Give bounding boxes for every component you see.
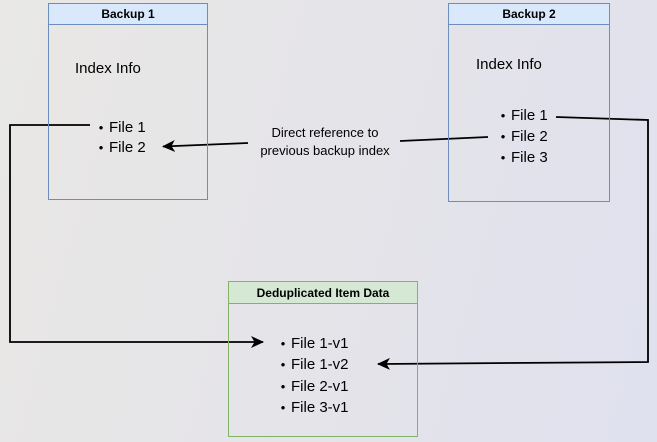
file-list-item: • File 1	[93, 118, 146, 138]
file-list-item: • File 3	[495, 147, 548, 168]
backup2-file-list: • File 1 • File 2 • File 3	[495, 105, 548, 168]
file-label: File 2-v1	[291, 377, 349, 395]
bullet-icon: •	[280, 378, 286, 394]
bullet-icon: •	[280, 357, 286, 373]
dedup-title: Deduplicated Item Data	[256, 285, 390, 300]
annotation-line2: previous backup index	[260, 143, 390, 158]
backup2-box: Backup 2 Index Info • File 1 • File 2 • …	[448, 3, 610, 202]
backup2-index-info-label: Index Info	[476, 56, 542, 73]
backup1-index-info-label: Index Info	[75, 60, 141, 77]
backup1-title: Backup 1	[101, 7, 155, 21]
bullet-icon: •	[280, 336, 286, 351]
bullet-icon: •	[500, 108, 506, 123]
backup2-title: Backup 2	[502, 7, 556, 21]
backup1-box: Backup 1 Index Info • File 1 • File 2	[48, 3, 208, 200]
file-label: File 2	[109, 139, 146, 156]
file-label: File 1	[109, 119, 146, 136]
bullet-icon: •	[98, 140, 104, 155]
file-list-item: • File 2-v1	[275, 376, 349, 397]
file-list-item: • File 1	[495, 105, 548, 126]
file-label: File 1-v2	[291, 356, 349, 374]
dedup-file-list: • File 1-v1 • File 1-v2 • File 2-v1 • Fi…	[275, 333, 349, 419]
bullet-icon: •	[98, 120, 104, 135]
backup1-header: Backup 1	[49, 4, 207, 25]
annotation-line1: Direct reference to	[271, 125, 379, 140]
file-label: File 1	[511, 107, 548, 124]
bullet-icon: •	[280, 400, 286, 416]
bullet-icon: •	[500, 129, 506, 144]
backup2-header: Backup 2	[449, 4, 609, 25]
backup1-file-list: • File 1 • File 2	[93, 118, 146, 158]
file-list-item: • File 2	[93, 138, 146, 158]
dedup-header: Deduplicated Item Data	[229, 282, 417, 304]
bullet-icon: •	[500, 150, 506, 165]
file-list-item: • File 2	[495, 126, 548, 147]
annotation-label: Direct reference to previous backup inde…	[240, 124, 410, 160]
dedup-box: Deduplicated Item Data • File 1-v1 • Fil…	[228, 281, 418, 437]
file-label: File 3	[511, 149, 548, 166]
file-label: File 2	[511, 128, 548, 145]
file-label: File 1-v1	[291, 335, 349, 352]
file-list-item: • File 1-v1	[275, 333, 349, 354]
file-label: File 3-v1	[291, 399, 349, 417]
file-list-item: • File 1-v2	[275, 354, 349, 375]
file-list-item: • File 3-v1	[275, 397, 349, 418]
